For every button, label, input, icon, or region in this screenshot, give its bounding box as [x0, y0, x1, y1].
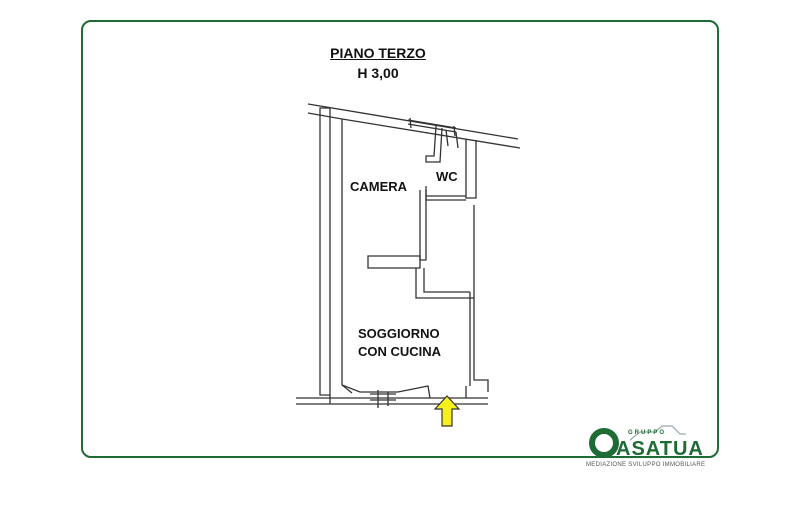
logo-mark-icon: [589, 425, 686, 458]
top-window: [407, 117, 457, 137]
room-con-cucina: CON CUCINA: [358, 344, 442, 359]
wc-partition: [425, 125, 443, 163]
logo-gruppo: GRUPPO: [628, 430, 667, 436]
bottom-wall: [296, 397, 488, 405]
room-camera: CAMERA: [350, 179, 408, 194]
stub-wall: [367, 255, 421, 269]
left-wall: [319, 107, 331, 396]
bottom-window: [370, 390, 396, 408]
logo-tagline: MEDIAZIONE SVILUPPO IMMOBILIARE: [586, 462, 706, 468]
plan-frame: [81, 20, 719, 458]
ceiling-height: H 3,00: [357, 65, 399, 81]
top-wall: [307, 103, 521, 149]
entry-arrow-icon: [433, 395, 461, 427]
inner-wall: [419, 190, 466, 261]
right-wall: [473, 298, 489, 392]
title-block: PIANO TERZO H 3,00: [300, 44, 456, 82]
room-wc: WC: [436, 169, 458, 184]
logo-brand: ASATUA: [616, 438, 704, 460]
floor-title: PIANO TERZO: [330, 45, 426, 61]
room-soggiorno: SOGGIORNO: [358, 326, 440, 341]
